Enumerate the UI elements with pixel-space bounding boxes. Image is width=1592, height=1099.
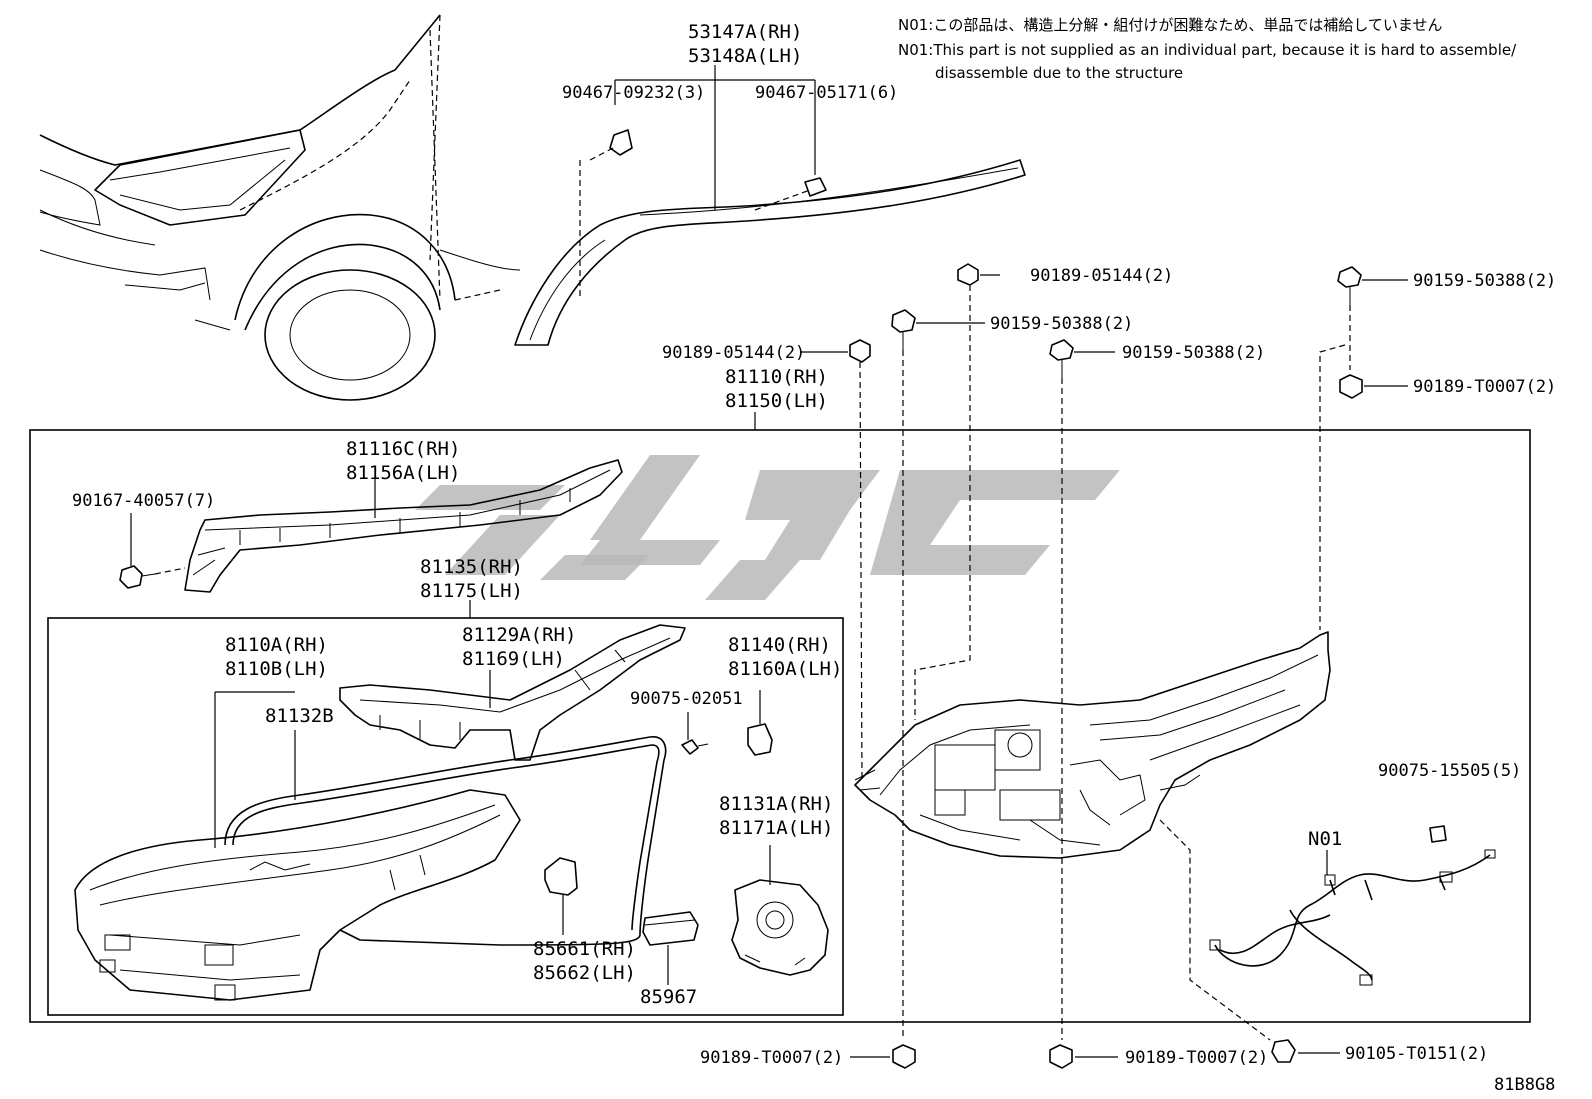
part-85661 (544, 857, 578, 935)
label-90189-05144-top: 90189-05144(2) (1030, 266, 1173, 286)
label-90467-05171: 90467-05171(6) (755, 83, 898, 103)
label-53148a: 53148A(LH) (688, 45, 802, 67)
assembly-81135-frame (47, 617, 844, 1016)
part-85967 (642, 911, 699, 985)
label-85967: 85967 (640, 986, 697, 1008)
label-90467-09232: 90467-09232(3) (562, 83, 705, 103)
grommet-90189-05144-left (800, 339, 871, 781)
module-81131a (731, 845, 829, 976)
note-n01-english-line2: disassemble due to the structure (935, 64, 1183, 82)
label-85661: 85661(RH) (533, 938, 636, 960)
seal-81132b (224, 730, 667, 946)
garnish-53147a (514, 65, 1026, 346)
vehicle-front-illustration (39, 14, 521, 401)
label-81140: 81140(RH) (728, 634, 831, 656)
note-n01-english-line1: N01:This part is not supplied as an indi… (898, 41, 1517, 59)
label-85662: 85662(LH) (533, 962, 636, 984)
label-81110: 81110(RH) (725, 366, 828, 388)
label-90189-t0007-bottom-mid: 90189-T0007(2) (1125, 1048, 1268, 1068)
label-90189-05144-left: 90189-05144(2) (662, 343, 805, 363)
cover-81140 (747, 690, 773, 756)
headlamp-housing-left (74, 789, 521, 1001)
grommet-90189-t0007-bottom-left (850, 1044, 916, 1069)
label-90075-15505: 90075-15505(5) (1378, 761, 1521, 781)
diagram-code: 81B8G8 (1494, 1075, 1555, 1095)
grommet-90189-t0007-top (1319, 344, 1408, 630)
bolt-90159-50388-right (1049, 339, 1115, 1040)
headlamp-assembly-81110 (854, 631, 1331, 859)
label-81150: 81150(LH) (725, 390, 828, 412)
clip-90467-05171 (804, 177, 827, 197)
label-90167-40057: 90167-40057(7) (72, 491, 215, 511)
bolt-90105-t0151 (1271, 1039, 1340, 1063)
clip-90075-15505 (1429, 825, 1447, 843)
bracket-81129a (339, 624, 686, 761)
label-81131a: 81131A(RH) (719, 793, 833, 815)
label-90189-t0007-top: 90189-T0007(2) (1413, 377, 1556, 397)
clip-90467-09232 (609, 129, 633, 156)
screw-90075-02051 (681, 712, 709, 755)
label-81132b: 81132B (265, 705, 334, 727)
label-90189-t0007-bottom-left: 90189-T0007(2) (700, 1048, 843, 1068)
label-90159-50388-mid: 90159-50388(2) (990, 314, 1133, 334)
bracket-81116c (184, 459, 623, 593)
label-8110a: 8110A(RH) (225, 634, 328, 656)
label-81116c: 81116C(RH) (346, 438, 460, 460)
label-n01: N01 (1308, 828, 1342, 850)
grommet-90189-t0007-bottom-mid (1049, 1044, 1118, 1069)
watermark-logo (415, 455, 1120, 600)
label-81169: 81169(LH) (462, 648, 565, 670)
bolt-90159-50388-farright (1337, 266, 1408, 370)
label-53147a: 53147A(RH) (688, 21, 802, 43)
grommet-90189-05144-top (914, 263, 1000, 720)
note-n01-japanese: N01:この部品は、構造上分解・組付けが困難なため、単品では補給していません (898, 16, 1442, 34)
label-81129a: 81129A(RH) (462, 624, 576, 646)
label-81171a: 81171A(LH) (719, 817, 833, 839)
wire-harness-n01 (1209, 849, 1496, 986)
label-90105-t0151: 90105-T0151(2) (1345, 1044, 1488, 1064)
screw-90167-40057 (119, 513, 186, 589)
label-8110b: 8110B(LH) (225, 658, 328, 680)
label-90159-50388-farright: 90159-50388(2) (1413, 271, 1556, 291)
label-81156a: 81156A(LH) (346, 462, 460, 484)
bolt-90159-50388-mid (891, 309, 985, 1040)
label-81135: 81135(RH) (420, 556, 523, 578)
lens-lead-8110a (214, 691, 295, 848)
assembly-81110-frame (29, 429, 1531, 1023)
label-81160a: 81160A(LH) (728, 658, 842, 680)
label-90159-50388-right: 90159-50388(2) (1122, 343, 1265, 363)
label-81175: 81175(LH) (420, 580, 523, 602)
label-90075-02051: 90075-02051 (630, 689, 743, 709)
